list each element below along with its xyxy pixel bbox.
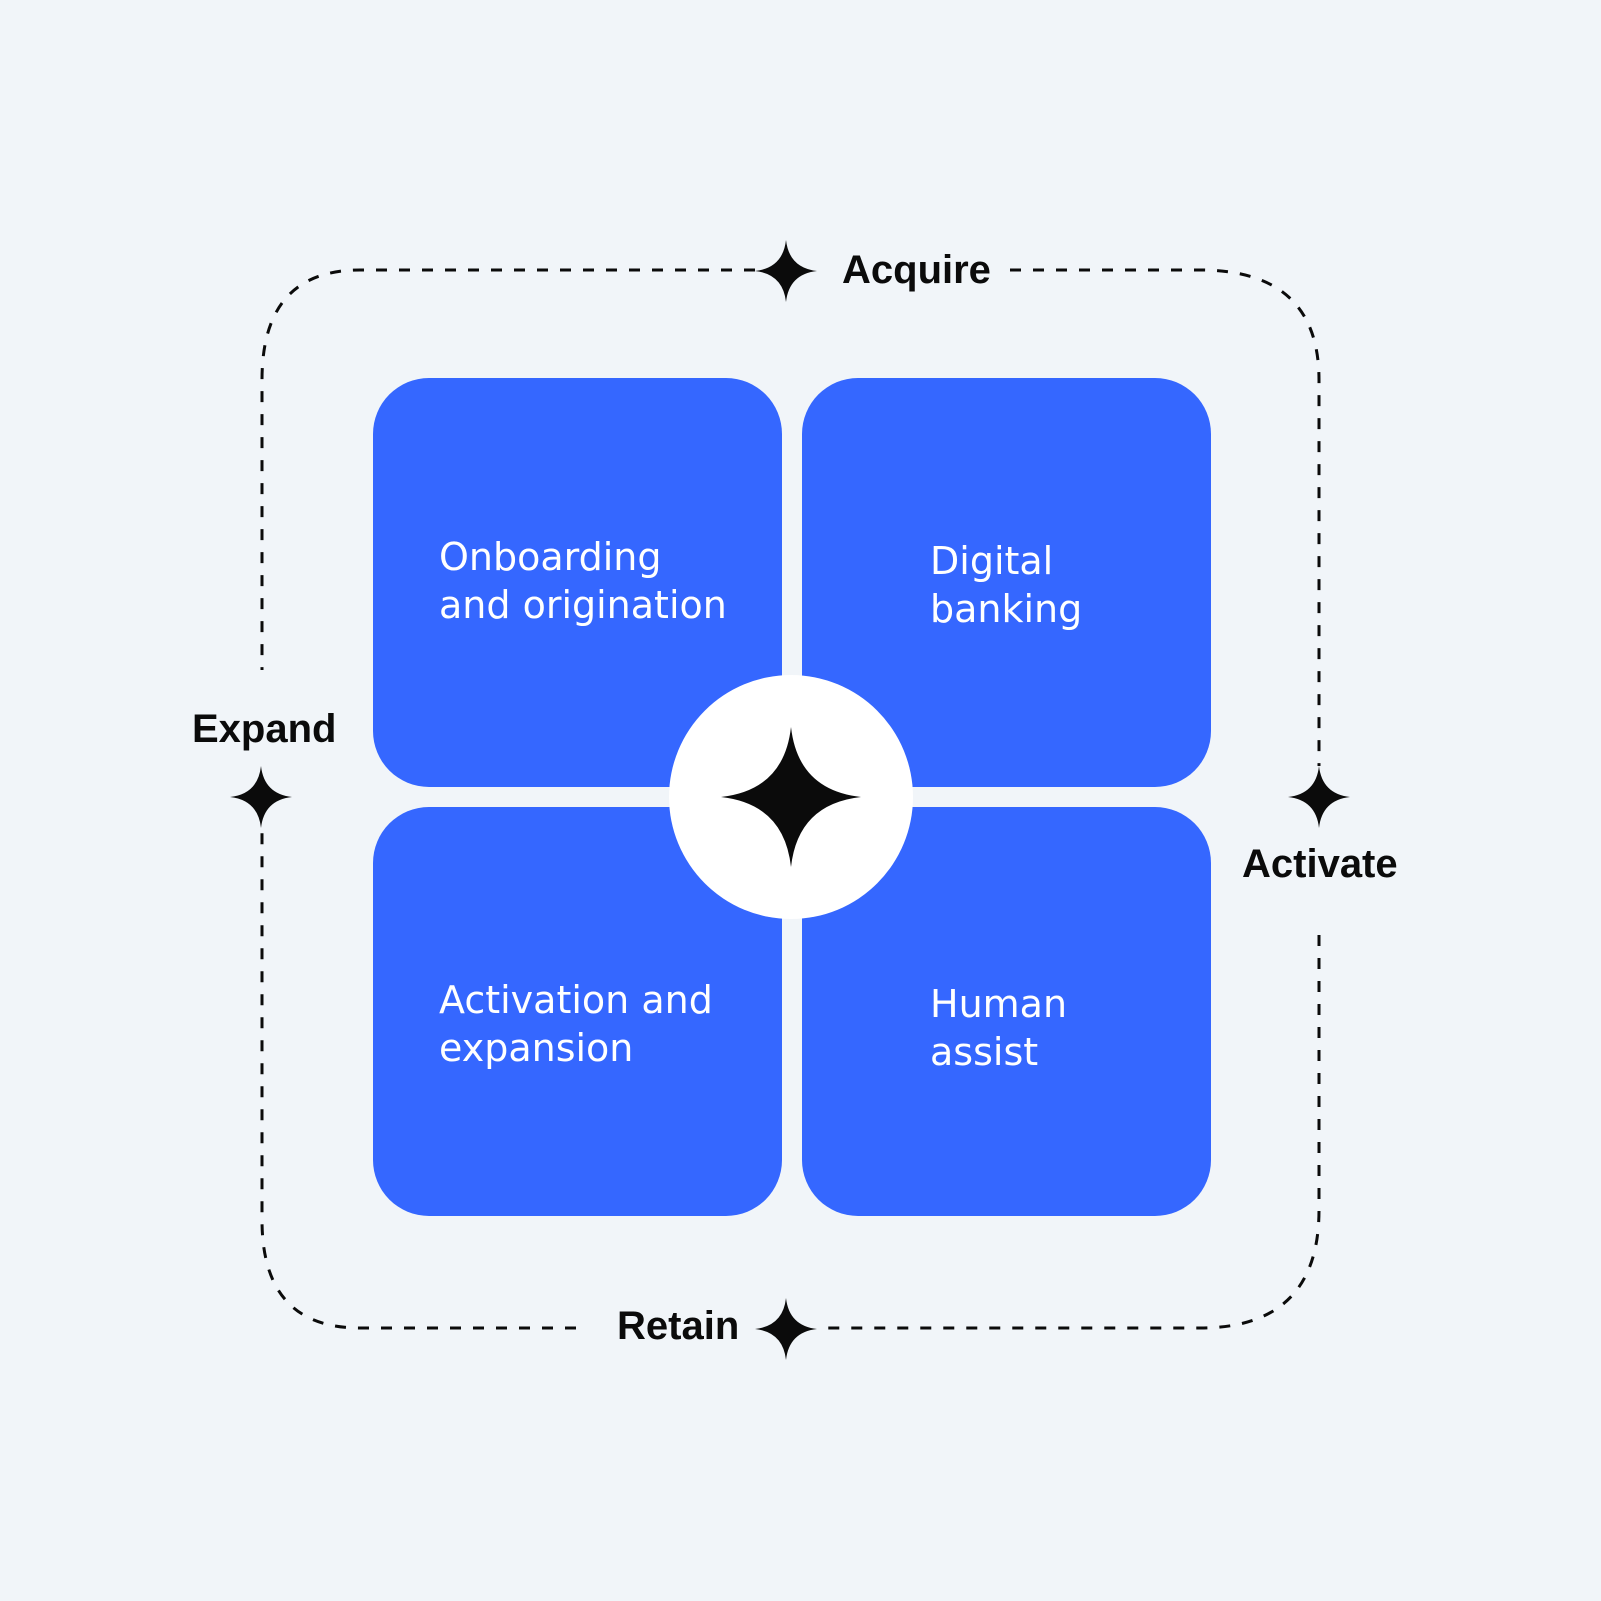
stage-label-retain: Retain bbox=[617, 1304, 740, 1348]
loop-segment-bottom-left bbox=[260, 828, 576, 1330]
quadrant-label-line-2: banking bbox=[930, 587, 1083, 631]
center-hub bbox=[669, 675, 913, 919]
quadrant-label-line-1: Human bbox=[930, 982, 1068, 1026]
four-point-star-icon bbox=[1288, 766, 1350, 828]
four-point-star-icon bbox=[721, 727, 861, 867]
loop-segment-right-bottom bbox=[817, 935, 1321, 1330]
loop-segment-top-right bbox=[1010, 268, 1321, 766]
quadrant-label-line-1: Activation and bbox=[439, 978, 713, 1022]
four-point-star-icon bbox=[755, 1298, 817, 1360]
stage-label-activate: Activate bbox=[1242, 842, 1398, 886]
quadrant-label-line-2: expansion bbox=[439, 1026, 634, 1070]
quadrant-label: Activation and expansion bbox=[439, 976, 713, 1072]
quadrant-label-line-2: assist bbox=[930, 1030, 1039, 1074]
quadrant-label-line-1: Onboarding bbox=[439, 535, 662, 579]
stage-label-acquire: Acquire bbox=[842, 248, 991, 292]
stage-label-expand: Expand bbox=[192, 707, 337, 751]
quadrant-label: Human assist bbox=[930, 980, 1067, 1076]
four-point-star-icon bbox=[755, 240, 817, 302]
quadrant-label: Digital banking bbox=[930, 537, 1082, 633]
quadrant-label: Onboarding and origination bbox=[439, 533, 727, 629]
quadrant-label-line-2: and origination bbox=[439, 583, 727, 627]
four-point-star-icon bbox=[230, 766, 292, 828]
quadrant-label-line-1: Digital bbox=[930, 539, 1054, 583]
